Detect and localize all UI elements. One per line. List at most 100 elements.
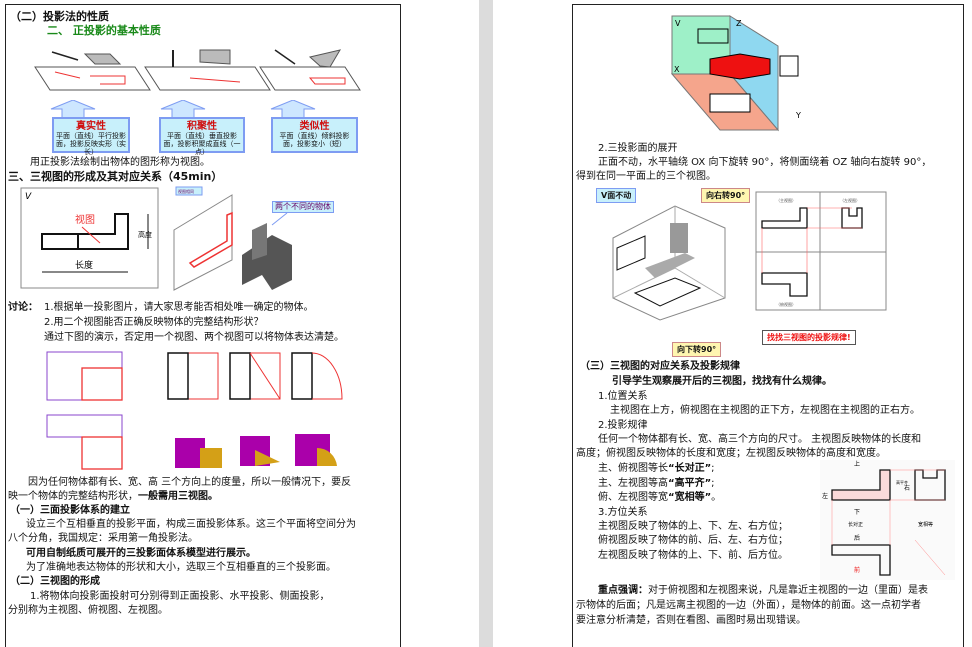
page-gap [479,0,493,647]
tag-find-projection-rule: 找找三视图的投影规律! [762,330,856,345]
label-up: 上 [854,460,860,468]
para-three-dimensions-a: 因为任何物体都有长、宽、高 三个方向上的度量，所以一般情况下，要反 [28,477,352,488]
diagram-true-shape [34,51,151,91]
rule-height: 主、左视图等高“高平齐”; [598,477,715,490]
v-axis-label: V [675,19,681,28]
rule-post: 。 [711,492,722,503]
multi-view-ambiguity-figure [46,351,343,470]
rule-post: ; [711,463,715,474]
unfold-text-a: 正面不动，水平轴绕 OX 向下旋转 90°，将侧面绕着 OZ 轴向右旋转 90°… [598,157,932,168]
property-title: 积聚性 [187,121,217,132]
rule-bold: “长对正” [668,463,712,474]
y-axis-label: Y [795,111,801,120]
para-planes-b: 八个分角，我国规定：采用第一角投影法。 [8,533,198,544]
rule-text-b: 高度；俯视图反映物体的长度和宽度；左视图反映物体的高度和宽度。 [576,448,886,459]
property-text: 平面（直线）倾斜投影面，投影变小（短） [279,132,350,148]
para-views-a: 1.将物体向投影面投射可分别得到正面投影、水平投影、侧面投影， [30,591,330,602]
length-label: 长度 [75,259,93,271]
rule-post: ; [711,478,715,489]
property-title: 真实性 [76,121,106,132]
emphasis-c: 要注意分析清楚，否则在看图、画图时易出现错误。 [576,615,806,626]
rule-pre: 主、俯视图等长 [598,463,668,474]
left-page-content-border [5,4,401,647]
label-right: 右 [904,484,910,492]
front-view-label: （主视图） [776,197,796,203]
para-three-dimensions-b: 映一个物体的完整结构形状，一般需用三视图。 [8,490,218,503]
emphasis-text: 对于俯视图和左视图来说，凡是靠近主视图的一边（里面）是表 [648,585,928,596]
three-plane-projection-figure: V Z X Y [670,15,801,132]
rule-bold: “高平齐” [668,478,712,489]
view-definition: 用正投影法绘制出物体的图形称为视图。 [30,157,210,168]
direction-relation-figure: 上 下 左 右 后 前 长对正 宽相等 高平齐 [820,460,955,580]
diagram-similarity [259,49,361,91]
unfolded-three-views-figure: （主视图） （左视图） （俯视图） [755,191,887,311]
direction-title: 3.方位关系 [598,507,648,518]
direction-front: 主视图反映了物体的上、下、左、右方位； [598,521,788,532]
property-true-shape: 真实性平面（直线）平行投影面，投影反映实形（实长） [52,117,130,156]
v-label: V [25,192,32,202]
rule-length: 主、俯视图等长“长对正”; [598,462,715,475]
property-accumulation: 积聚性平面（直线）垂直投影面，投影积聚成直线（一点） [159,117,245,156]
para-model-demo: 可用自制纸质可展开的三投影面体系模型进行展示。 [26,548,256,559]
label-height-level: 高平齐 [896,479,908,485]
height-label: 高度 [138,230,152,239]
unfold-title: 2.三投影面的展开 [598,143,678,154]
left-view-label: （左视图） [840,197,860,203]
para-text: 映一个物体的完整结构形状， [8,491,138,502]
right-page-content-border [572,4,964,647]
heading-three-views: 三、三视图的形成及其对应关系（45min） [8,170,223,183]
tag-rotate-right-90: 向右转90° [701,188,751,203]
unfolding-3d-figure [612,205,726,321]
direction-left: 左视图反映了物体的上、下、前、后方位。 [598,550,788,561]
para-choose-planes: 为了准确地表达物体的形状和大小，选取三个互相垂直的三个投影面。 [26,562,336,573]
x-axis-label: X [674,65,680,74]
rule-pre: 主、左视图等高 [598,478,668,489]
para-bold-text: 一般需用三视图。 [138,491,218,502]
emphasis-a: 重点强调：对于俯视图和左视图来说，凡是靠近主视图的一边（里面）是表 [598,584,928,597]
subheading-projection-system: （一）三面投影体系的建立 [10,505,130,516]
front-view-figure: V 视图 高度 长度 [20,187,159,289]
tag-rotate-down-90: 向下转90° [672,342,722,357]
callout-same-view: 视图相同 [178,188,194,194]
para-views-b: 分别称为主视图、俯视图、左视图。 [8,605,168,616]
rule-text-a: 任何一个物体都有长、宽、高三个方向的尺寸。 主视图反映物体的长度和 [598,434,922,445]
property-text: 平面（直线）平行投影面，投影反映实形（实长） [56,132,126,156]
para-planes-a: 设立三个互相垂直的投影平面，构成三面投影体系。这三个平面将空间分为 [26,519,356,530]
discussion-item-2: 2.用二个视图能否正确反映物体的完整结构形状？ [44,317,264,328]
label-left: 左 [822,492,828,500]
up-arrows [50,100,316,118]
heading-projection-properties: （二）投影法的性质 [10,10,109,23]
heading-orthographic-properties: 二、 正投影的基本性质 [47,24,161,37]
label-back: 后 [854,534,860,542]
discussion-item-3: 通过下图的演示，否定用一个视图、两个视图可以将物体表达清楚。 [44,332,344,343]
rule-bold: “宽相等” [668,492,712,503]
rule-title: 2.投影规律 [598,420,648,431]
emphasis-label: 重点强调： [598,585,648,596]
guide-text: 引导学生观察展开后的三视图，找找有什么规律。 [612,376,832,387]
rule-width: 俯、左视图等宽“宽相等”。 [598,491,721,504]
emphasis-b: 示物体的后面；凡是远离主视图的一边（外面），是物体的前面。这一点初学者 [576,600,921,611]
discussion-label: 讨论： [8,302,38,313]
discussion-item-1: 1.根据单一投影图片，请大家思考能否相处唯一确定的物体。 [44,302,314,313]
label-width-equal: 宽相等 [918,521,933,528]
property-text: 平面（直线）垂直投影面，投影积聚成直线（一点） [163,132,241,156]
label-front: 前 [854,566,860,574]
rule-pre: 俯、左视图等宽 [598,492,668,503]
diagram-accumulation [144,49,271,91]
position-title: 1.位置关系 [598,391,648,402]
label-down: 下 [854,509,860,516]
property-similarity: 类似性平面（直线）倾斜投影面，投影变小（短） [271,117,358,153]
heading-correspondence: （三）三视图的对应关系及投影规律 [580,361,740,372]
property-title: 类似性 [299,121,330,132]
tag-v-plane-fixed: V面不动 [596,188,637,203]
z-axis-label: Z [736,19,742,28]
projection-property-diagrams [34,49,361,91]
callout-different-objects: 两个不同的物体 [272,201,334,213]
direction-top: 俯视图反映了物体的前、后、左、右方位； [598,535,788,546]
unfold-text-b: 得到在同一平面上的三个视图。 [576,171,716,182]
label-length-aligned: 长对正 [848,521,863,528]
position-text: 主视图在上方，俯视图在主视图的正下方，左视图在主视图的正右方。 [610,405,920,416]
subheading-view-formation: （二）三视图的形成 [10,576,100,587]
view-label: 视图 [75,213,95,226]
projection-3d-figure: 视图相同 [173,186,292,291]
